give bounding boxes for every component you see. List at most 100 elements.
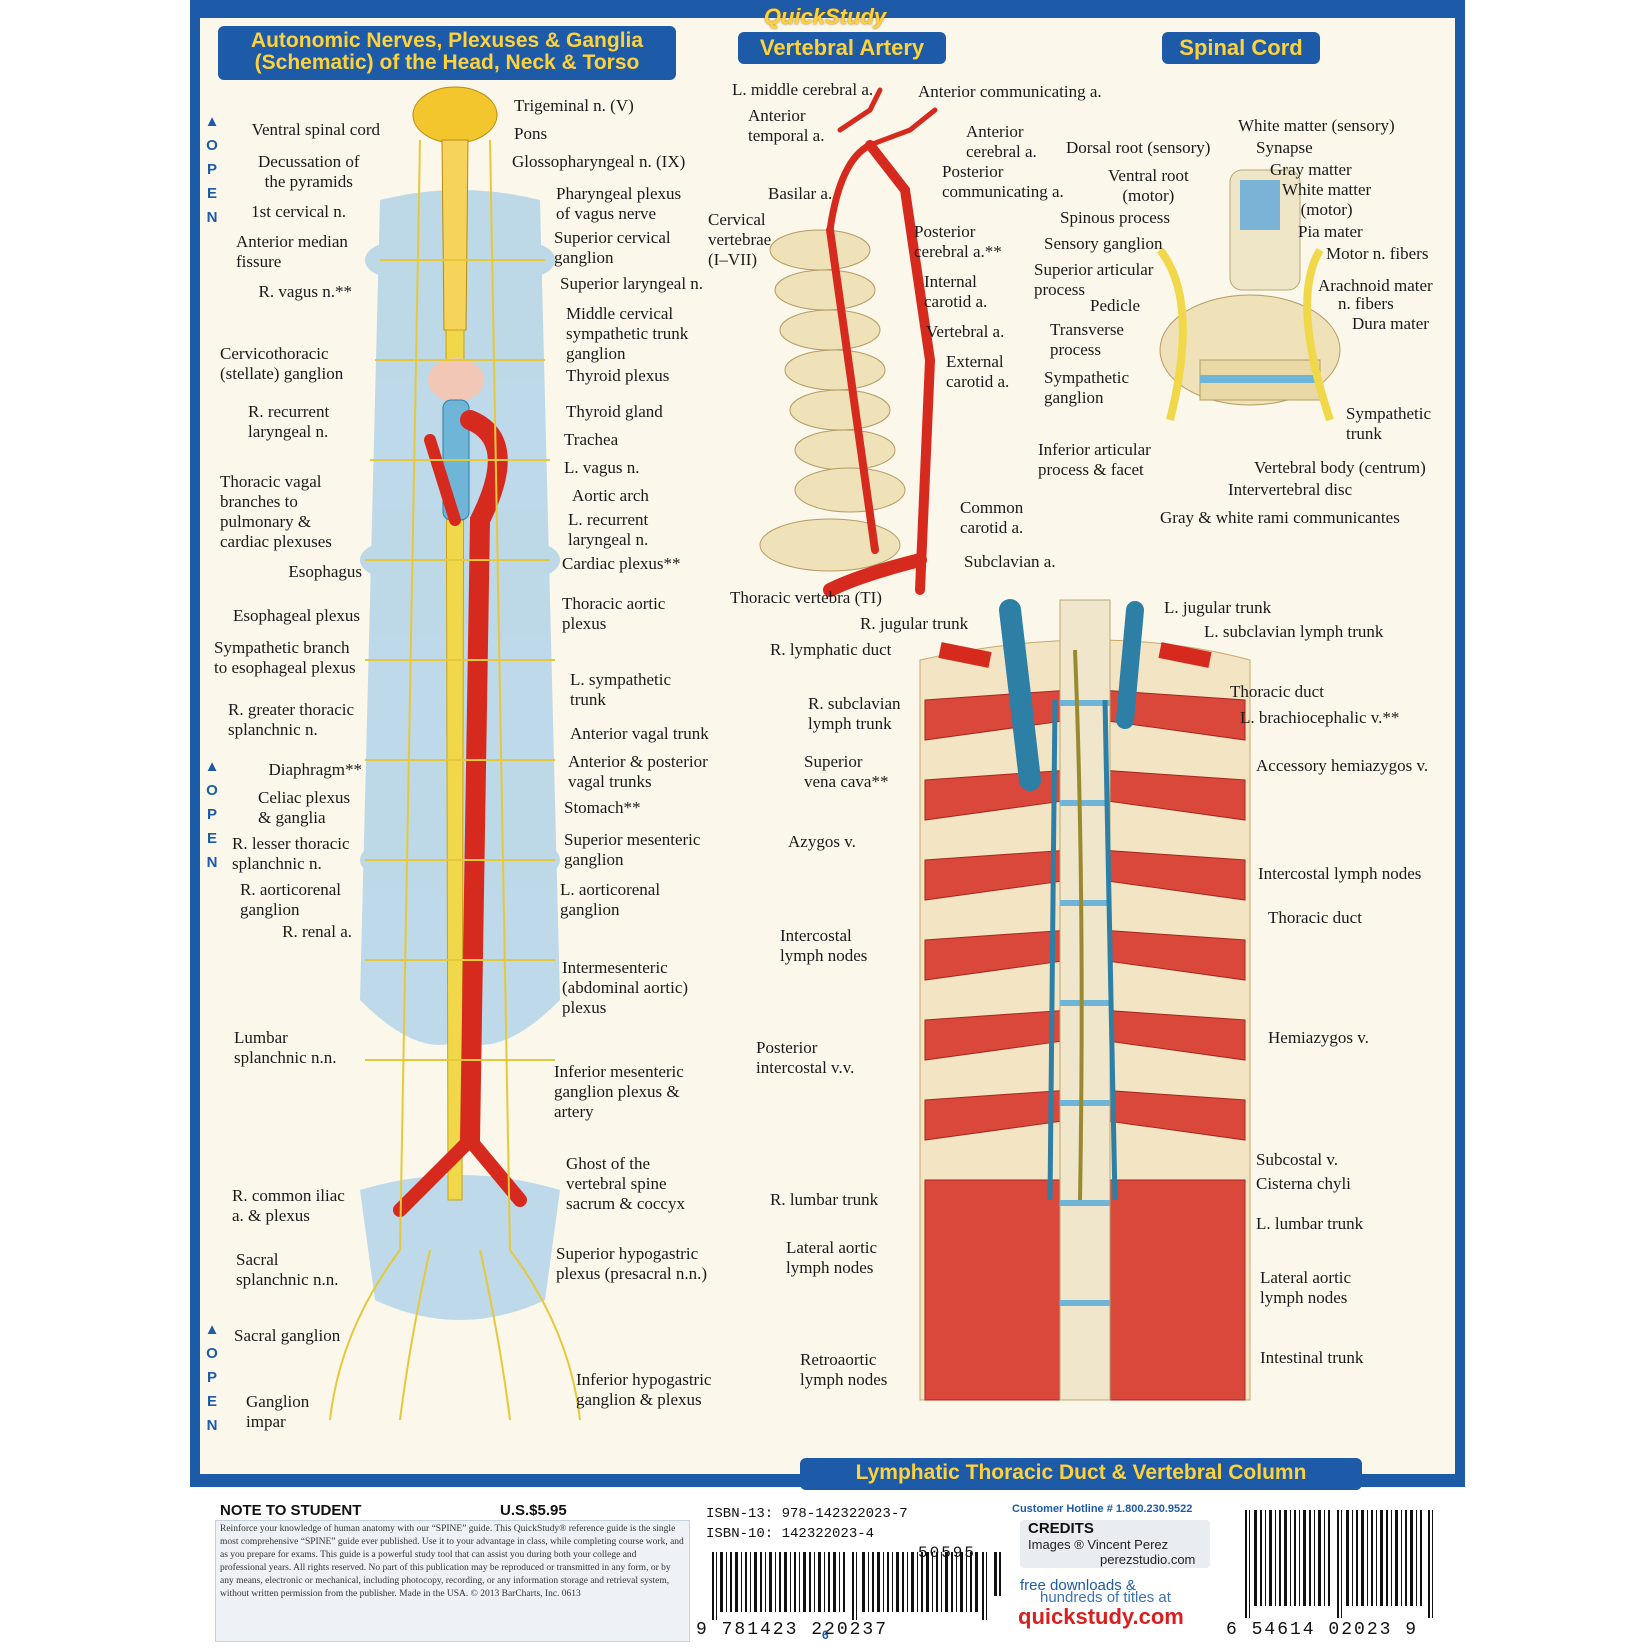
label-r-recurrent-laryngeal: R. recurrent laryngeal n. <box>248 402 330 441</box>
isbn-10: ISBN-10: 142322023-4 <box>706 1526 875 1542</box>
label-cervical-vertebrae: Cervical vertebrae (I–VII) <box>708 210 772 269</box>
label-thoracic-duct-top: Thoracic duct <box>1230 682 1324 701</box>
label-1st-cervical: 1st cervical n. <box>251 202 346 221</box>
label-sympathetic-ganglion: Sympathetic ganglion <box>1044 368 1129 407</box>
label-transverse-process: Transverse process <box>1050 320 1124 359</box>
label-esophageal-plexus: Esophageal plexus <box>233 606 360 625</box>
label-lateral-aortic-l: Lateral aortic lymph nodes <box>786 1238 878 1277</box>
label-thoracic-vertebra: Thoracic vertebra (TI) <box>730 588 882 607</box>
label-thoracic-aortic-plexus: Thoracic aortic plexus <box>562 594 666 633</box>
credits-box <box>1020 1520 1210 1568</box>
label-superior-hypogastric: Superior hypogastric plexus (presacral n… <box>556 1244 708 1283</box>
isbn-barcode-number: 9 781423 220237 <box>696 1620 889 1640</box>
label-motor-fibers: Motor n. fibers <box>1326 244 1429 263</box>
label-l-middle-cerebral: L. middle cerebral a. <box>732 80 874 99</box>
label-pharyngeal-plexus: Pharyngeal plexus of vagus nerve <box>556 184 682 223</box>
label-pons: Pons <box>514 124 548 143</box>
label-sacral-splanchnic: Sacral splanchnic n.n. <box>236 1250 339 1289</box>
label-ganglion-impar: Ganglion impar <box>246 1392 310 1431</box>
label-subcostal: Subcostal v. <box>1256 1150 1339 1169</box>
label-r-jugular-trunk: R. jugular trunk <box>860 614 969 633</box>
label-internal-carotid: Internal carotid a. <box>924 272 988 311</box>
label-cardiac-plexus: Cardiac plexus** <box>562 554 681 573</box>
label-r-vagus: R. vagus n.** <box>258 282 353 301</box>
label-intervertebral-disc: Intervertebral disc <box>1228 480 1353 499</box>
label-superior-vena-cava: Superior vena cava** <box>804 752 889 791</box>
label-sympathetic-branch: Sympathetic branch to esophageal plexus <box>214 638 356 677</box>
label-r-greater-thoracic: R. greater thoracic splanchnic n. <box>228 700 355 739</box>
label-pedicle: Pedicle <box>1090 296 1141 315</box>
label-vertebral-body: Vertebral body (centrum) <box>1254 458 1426 477</box>
label-ventral-spinal-cord: Ventral spinal cord <box>251 120 380 139</box>
label-vertebral-a: Vertebral a. <box>926 322 1005 341</box>
vertebral-artery-title: Vertebral Artery <box>738 32 946 64</box>
upc-number: 6 54614 02023 9 <box>1226 1620 1419 1640</box>
label-l-aorticorenal: L. aorticorenal ganglion <box>560 880 661 919</box>
spinal-cord-section <box>1156 169 1341 422</box>
rib-cage <box>919 599 1251 1401</box>
label-rami-communicantes: Gray & white rami communicantes <box>1160 508 1400 527</box>
page-number: 6 <box>822 1628 829 1642</box>
label-intercostal-nodes-r: Intercostal lymph nodes <box>1258 864 1422 883</box>
label-trachea: Trachea <box>564 430 619 449</box>
label-l-brachiocephalic: L. brachiocephalic v.** <box>1240 708 1400 727</box>
label-sacral-ganglion: Sacral ganglion <box>234 1326 341 1345</box>
label-thoracic-vagal: Thoracic vagal branches to pulmonary & c… <box>220 472 332 551</box>
label-dorsal-root: Dorsal root (sensory) <box>1066 138 1211 157</box>
credits-url: perezstudio.com <box>1100 1552 1196 1567</box>
label-sympathetic-trunk-sc: Sympathetic trunk <box>1346 404 1431 443</box>
label-external-carotid: External carotid a. <box>946 352 1010 391</box>
label-r-subclavian-trunk: R. subclavian lymph trunk <box>808 694 901 733</box>
label-thoracic-duct-mid: Thoracic duct <box>1268 908 1362 927</box>
autonomic-title-line2: (Schematic) of the Head, Neck & Torso <box>254 51 640 75</box>
label-r-lymphatic-duct: R. lymphatic duct <box>770 640 892 659</box>
label-gray-matter: Gray matter <box>1270 160 1352 179</box>
label-dura-mater: Dura mater <box>1352 314 1429 333</box>
label-intestinal-trunk: Intestinal trunk <box>1260 1348 1364 1367</box>
label-superior-articular: Superior articular process <box>1034 260 1154 299</box>
lymphatic-title: Lymphatic Thoracic Duct & Vertebral Colu… <box>800 1458 1362 1490</box>
label-pia-mater: Pia mater <box>1298 222 1363 241</box>
isbn-13: ISBN-13: 978-142322023-7 <box>706 1506 908 1522</box>
label-retroaortic: Retroaortic lymph nodes <box>800 1350 888 1389</box>
price: U.S.$5.95 <box>500 1502 567 1519</box>
label-inferior-articular: Inferior articular process & facet <box>1038 440 1151 479</box>
label-trigeminal: Trigeminal n. (V) <box>514 96 634 115</box>
label-middle-cervical: Middle cervical sympathetic trunk gangli… <box>566 304 689 363</box>
label-cervicothoracic: Cervicothoracic (stellate) ganglion <box>220 344 344 383</box>
vertebral-arteries <box>823 87 938 597</box>
autonomic-title-line1: Autonomic Nerves, Plexuses & Ganglia <box>250 29 644 52</box>
label-accessory-hemiazygos: Accessory hemiazygos v. <box>1256 756 1429 775</box>
label-arachnoid: Arachnoid mater <box>1318 276 1433 295</box>
credits-title: CREDITS <box>1028 1520 1094 1537</box>
label-l-vagus: L. vagus n. <box>564 458 640 477</box>
label-intermesenteric: Intermesenteric (abdominal aortic) plexu… <box>562 958 689 1017</box>
label-white-matter-sensory: White matter (sensory) <box>1238 116 1395 135</box>
label-aortic-arch: Aortic arch <box>572 486 649 505</box>
label-white-matter-motor: White matter (motor) <box>1282 180 1372 219</box>
note-to-student-title: NOTE TO STUDENT <box>220 1502 362 1519</box>
label-l-lumbar-trunk: L. lumbar trunk <box>1256 1214 1364 1233</box>
neck-vertebrae <box>759 229 906 572</box>
label-r-common-iliac: R. common iliac a. & plexus <box>232 1186 345 1225</box>
label-posterior-cerebral: Posterior cerebral a.** <box>914 222 1002 261</box>
label-posterior-intercostal: Posterior intercostal v.v. <box>756 1038 855 1077</box>
quickstudy-url[interactable]: quickstudy.com <box>1018 1604 1184 1629</box>
label-cisterna-chyli: Cisterna chyli <box>1256 1174 1351 1193</box>
label-superior-mesenteric: Superior mesenteric ganglion <box>564 830 701 869</box>
label-r-renal: R. renal a. <box>282 922 352 941</box>
label-intercostal-nodes-l: Intercostal lymph nodes <box>780 926 868 965</box>
label-basilar: Basilar a. <box>768 184 833 203</box>
free-downloads-line: free downloads & <box>1020 1577 1136 1594</box>
label-anterior-cerebral: Anterior cerebral a. <box>966 122 1037 161</box>
label-diaphragm: Diaphragm** <box>268 760 362 779</box>
quickstudy-logo: QuickStudy <box>763 4 887 29</box>
label-n-fibers: n. fibers <box>1338 294 1394 313</box>
spinal-cord-title: Spinal Cord <box>1162 32 1320 64</box>
credits-line: Images ® Vincent Perez <box>1028 1537 1169 1552</box>
